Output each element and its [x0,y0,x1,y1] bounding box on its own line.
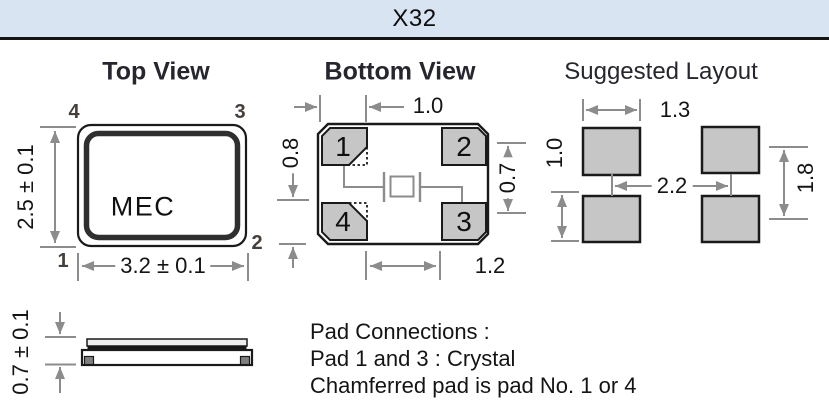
note-line-2: Pad 1 and 3 : Crystal [310,346,516,371]
bottom-view-drawing [277,95,526,280]
top-view-package-outline [76,123,248,248]
top-view-pin-3-label: 3 [234,101,246,123]
note-line-1: Pad Connections : [310,319,490,344]
layout-horizontal-span-dimension: 2.2 [651,175,693,197]
top-view-pin-1-label: 1 [57,250,69,272]
crystal-lead-right [420,186,463,202]
bottom-view-pad-2 [441,127,487,166]
layout-pad-bottom-left [581,194,642,244]
bottom-view-left-dimension: 0.8 [278,132,303,174]
suggested-layout-title: Suggested Layout [564,58,758,85]
brand-mark: MEC [110,191,176,222]
top-view-pin-2-label: 2 [251,232,263,254]
page-title: X32 [392,4,437,32]
layout-pad-top-right [700,125,761,175]
side-view-drawing [45,312,254,393]
layout-pad-top-left [581,126,642,177]
bottom-view-title: Bottom View [324,57,476,86]
layout-pad-width-dimension: 1.3 [659,97,691,122]
layout-vertical-span-dimension: 1.8 [793,162,818,194]
pad-connection-notes: Pad Connections : Pad 1 and 3 : Crystal … [310,318,637,399]
top-view-height-dimension: 2.5 ± 0.1 [13,144,38,230]
bottom-view-pad-1-number: 1 [335,131,351,162]
top-view-dimension-ticks [40,126,249,281]
layout-dimension-ticks [551,99,808,242]
side-view-terminal-left [83,355,95,366]
side-view-dimension-ticks [45,336,76,366]
bottom-view-dimension-ticks [277,95,526,280]
pad-1-chamfer-dotted-line [349,147,368,166]
bottom-view-gap-dimension: 1.2 [474,253,506,278]
bottom-view-pad-4-number: 4 [335,206,351,237]
suggested-layout-drawing [551,99,808,244]
side-view-body [80,348,254,367]
crystal-symbol-body [389,175,415,198]
side-view-lid [86,338,248,347]
bottom-view-right-dimension: 0.7 [495,157,520,199]
crystal-lead-left [343,166,383,188]
pad-4-chamfer-dotted-line [349,202,368,221]
bottom-view-pad-3-number: 3 [456,206,472,237]
bottom-view-pad-width-dimension: 1.0 [412,93,444,118]
top-view-title: Top View [102,57,210,86]
bottom-view-pad-3 [441,202,487,241]
note-line-3: Chamferred pad is pad No. 1 or 4 [310,373,637,398]
layout-pad-height-dimension: 1.0 [542,137,567,169]
layout-pad-bottom-right [700,194,761,244]
top-view-lid-edge [83,130,241,241]
side-view-lid-seam [87,345,247,350]
top-view-pin-4-label: 4 [68,101,80,123]
title-bar: X32 [0,0,829,40]
bottom-view-pad-2-number: 2 [456,131,472,162]
side-view-height-dimension: 0.7 ± 0.1 [8,309,33,395]
side-view-terminal-right [239,355,251,366]
top-view-width-dimension: 3.2 ± 0.1 [115,255,211,277]
